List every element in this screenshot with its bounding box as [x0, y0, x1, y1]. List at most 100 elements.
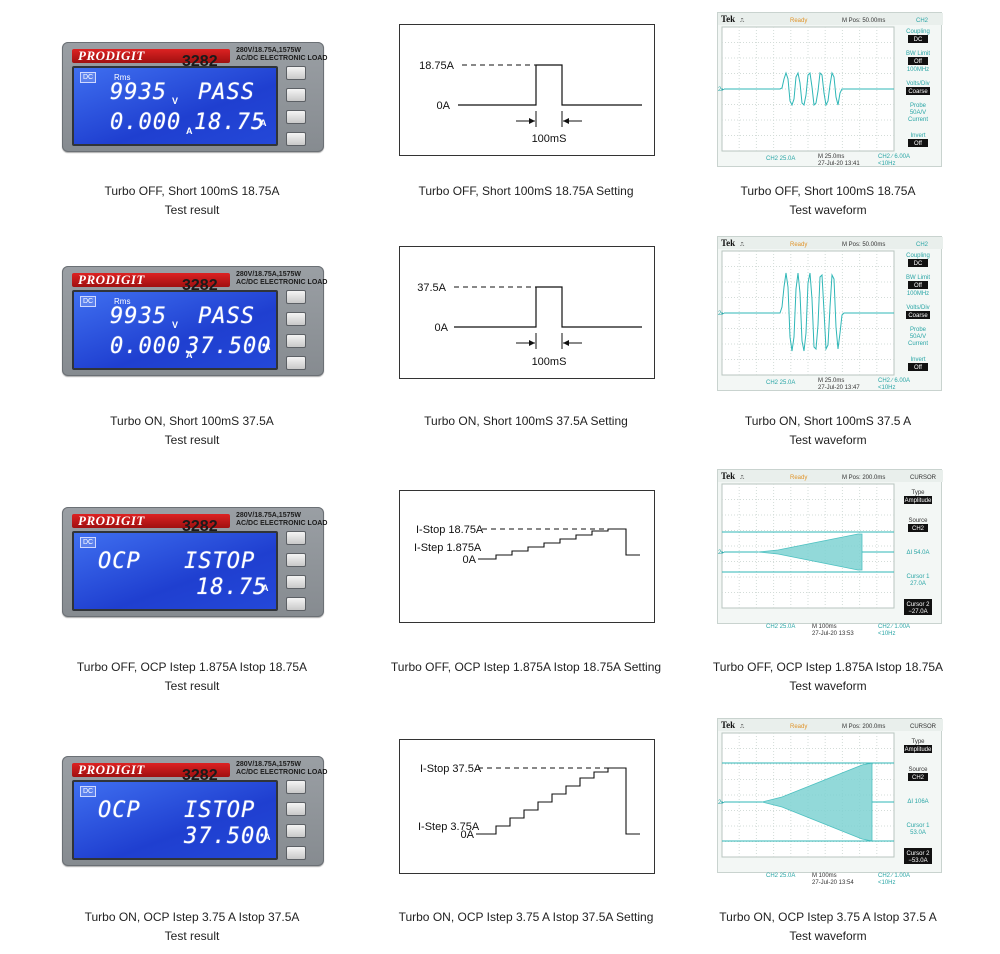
- setting-unit: A: [260, 118, 267, 128]
- trigger-level: CH2 ∕ 1.00A: [878, 872, 910, 879]
- current-unit: A: [186, 126, 193, 136]
- meter-key[interactable]: [286, 824, 306, 838]
- meter-key[interactable]: [286, 334, 306, 348]
- brand-name: PRODIGIT: [78, 762, 145, 777]
- scope-screenshot: Tek ⎍ Ready M Pos: 200.0ms CURSOR 2▸ Typ…: [717, 718, 943, 886]
- svg-text:Off: Off: [914, 365, 922, 371]
- status-readout: ISTOP: [184, 549, 256, 574]
- low-label: 0A: [463, 554, 477, 566]
- meter-key[interactable]: [286, 110, 306, 124]
- svg-text:Invert: Invert: [910, 357, 925, 363]
- meter-key[interactable]: [286, 290, 306, 304]
- menu-title: CURSOR: [910, 724, 937, 730]
- ocp-diagram-svg: I-Stop 37.5A I-Step 3.75A 0A: [418, 763, 640, 841]
- meter-key[interactable]: [286, 780, 306, 794]
- svg-text:BW Limit: BW Limit: [906, 275, 930, 281]
- meter-key[interactable]: [286, 846, 306, 860]
- svg-text:Type: Type: [911, 490, 925, 496]
- meter-key[interactable]: [286, 553, 306, 567]
- meter-key[interactable]: [286, 132, 306, 146]
- staircase-trace: [476, 767, 640, 835]
- current-readout: 0.000: [110, 110, 182, 135]
- lcd-display: DC Rms 9935 V PASS 0.000 A 37.500 A: [72, 290, 278, 370]
- caption-result: Turbo ON, OCP Istep 3.75 A Istop 37.5A T…: [84, 910, 300, 943]
- svg-text:Current: Current: [908, 341, 928, 347]
- svg-text:ΔI 54.0A: ΔI 54.0A: [906, 550, 929, 556]
- waveform-trace: [724, 272, 894, 352]
- row-short-turbo-off: PRODIGIT 3282 280V/18.75A,1575W AC/DC EL…: [0, 0, 1000, 230]
- trigger-freq: <10Hz: [878, 161, 896, 167]
- scope-svg: Tek ⎍ Ready M Pos: 50.00ms CH2 2▸ Coupli…: [718, 13, 943, 167]
- svg-text:Source: Source: [908, 518, 928, 524]
- step-label: I-Step 3.75A: [418, 821, 480, 833]
- low-label: 0A: [437, 100, 451, 112]
- ch-scale: CH2 25.0A: [766, 156, 795, 162]
- mpos-readout: M Pos: 200.0ms: [842, 724, 885, 730]
- meter-brand-bar: PRODIGIT 3282: [72, 762, 230, 784]
- dc-badge: DC: [80, 72, 97, 83]
- meter-spec: 280V/18.75A,1575W AC/DC ELECTRONIC LOAD: [236, 512, 328, 527]
- svg-text:Amplitude: Amplitude: [905, 747, 932, 753]
- trigger-freq: <10Hz: [878, 880, 896, 886]
- scope-date: 27-Jul-20 13:53: [812, 631, 854, 637]
- meter-key[interactable]: [286, 66, 306, 80]
- high-label: 37.5A: [417, 282, 446, 294]
- scope-screenshot: Tek ⎍ Ready M Pos: 50.00ms CH2 2▸ Coupli…: [717, 12, 943, 167]
- meter-key[interactable]: [286, 88, 306, 102]
- mode-readout: OCP: [98, 798, 141, 823]
- meter-brand-bar: PRODIGIT 3282: [72, 272, 230, 294]
- lcd-display: DC Rms 9935 V PASS 0.000 A 18.75 A: [72, 66, 278, 146]
- pulse-diagram-svg: 18.75A 0A 100mS: [419, 60, 642, 145]
- svg-text:Cursor 2: Cursor 2: [906, 851, 930, 857]
- meter-spec: 280V/18.75A,1575W AC/DC ELECTRONIC LOAD: [236, 47, 328, 62]
- caption-setting: Turbo ON, Short 100mS 37.5A Setting: [424, 414, 628, 428]
- scope-svg: Tek ⎍ Ready M Pos: 200.0ms CURSOR 2▸ Typ…: [718, 470, 943, 637]
- staircase-trace: [478, 528, 640, 560]
- svg-text:Cursor 1: Cursor 1: [906, 574, 930, 580]
- width-label: 100mS: [532, 133, 567, 145]
- meter-key[interactable]: [286, 356, 306, 370]
- setting-diagram: I-Stop 37.5A I-Step 3.75A 0A: [399, 739, 655, 874]
- caption-setting: Turbo OFF, OCP Istep 1.875A Istop 18.75A…: [390, 660, 662, 674]
- svg-text:Probe: Probe: [910, 327, 927, 333]
- caption-waveform: Turbo ON, Short 100mS 37.5 A Test wavefo…: [744, 414, 912, 447]
- load-meter: PRODIGIT 3282 280V/18.75A,1575W AC/DC EL…: [62, 42, 328, 152]
- svg-text:Off: Off: [914, 141, 922, 147]
- trigger-icon: ⎍: [740, 475, 745, 481]
- mpos-readout: M Pos: 50.00ms: [842, 242, 885, 248]
- meter-key[interactable]: [286, 531, 306, 545]
- scope-svg: Tek ⎍ Ready M Pos: 50.00ms CH2 2▸ Coupli…: [718, 237, 943, 391]
- setting-unit: A: [264, 342, 271, 352]
- ch-scale: CH2 25.0A: [766, 873, 795, 879]
- ready-status: Ready: [790, 18, 807, 24]
- model-number: 3282: [182, 518, 218, 535]
- meter-key[interactable]: [286, 575, 306, 589]
- svg-text:DC: DC: [914, 261, 923, 267]
- voltage-readout: 9935: [110, 304, 167, 329]
- row-short-turbo-on: PRODIGIT 3282 280V/18.75A,1575W AC/DC EL…: [0, 0, 1000, 460]
- caption-setting: Turbo OFF, Short 100mS 18.75A Setting: [418, 184, 634, 198]
- meter-key[interactable]: [286, 597, 306, 611]
- trigger-freq: <10Hz: [878, 631, 896, 637]
- ch-marker: 2▸: [718, 311, 724, 317]
- svg-text:−27.0A: −27.0A: [908, 609, 927, 615]
- pulse-trace: [458, 64, 642, 106]
- svg-text:Source: Source: [908, 767, 928, 773]
- meter-key[interactable]: [286, 802, 306, 816]
- meter-key[interactable]: [286, 312, 306, 326]
- arrowhead-left: [529, 340, 535, 346]
- ch-marker: 2▸: [718, 550, 724, 556]
- arrowhead-left: [529, 118, 535, 124]
- svg-text:Amplitude: Amplitude: [905, 498, 932, 504]
- pulse-diagram-svg: 37.5A 0A 100mS: [417, 282, 642, 368]
- meter-brand-bar: PRODIGIT 3282: [72, 48, 230, 70]
- current-readout: 0.000: [110, 334, 182, 359]
- stop-label: I-Stop 18.75A: [416, 524, 484, 536]
- model-number: 3282: [182, 53, 218, 70]
- setting-diagram: 37.5A 0A 100mS: [399, 246, 655, 379]
- high-label: 18.75A: [419, 60, 455, 72]
- stop-label: I-Stop 37.5A: [420, 763, 482, 775]
- svg-text:50A/V: 50A/V: [910, 334, 926, 340]
- status-readout: ISTOP: [184, 798, 256, 823]
- scope-header: [718, 13, 943, 25]
